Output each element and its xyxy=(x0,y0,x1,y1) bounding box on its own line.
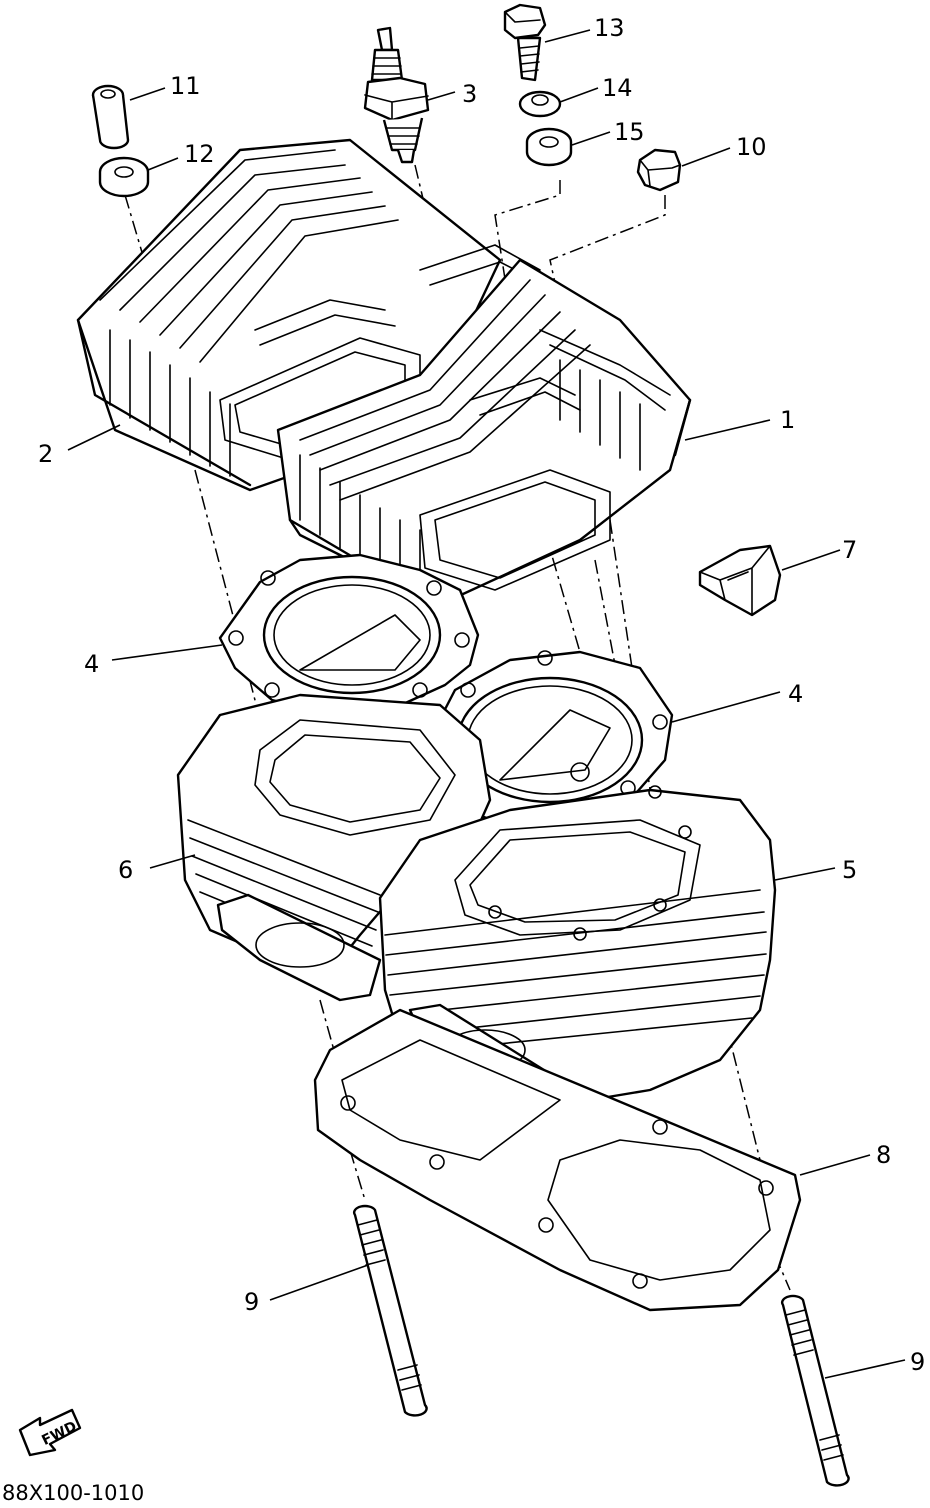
washer-12 xyxy=(98,156,150,198)
nut-10 xyxy=(636,148,682,192)
collar-11 xyxy=(91,84,130,150)
callout-11: 11 xyxy=(170,72,201,100)
callout-10: 10 xyxy=(736,133,767,161)
callout-2: 2 xyxy=(38,440,53,468)
callout-numbers: 1 2 3 4 4 5 6 7 8 9 9 10 11 12 13 14 15 xyxy=(38,14,925,1376)
block-7 xyxy=(698,544,782,617)
callout-9-left: 9 xyxy=(244,1288,259,1316)
stud-9-left xyxy=(353,1204,428,1417)
cylinder-6 xyxy=(176,693,492,1002)
callout-1: 1 xyxy=(780,406,795,434)
stud-9-right xyxy=(781,1294,850,1487)
callout-4-lower: 4 xyxy=(788,680,803,708)
callout-4-upper: 4 xyxy=(84,650,99,678)
bolt-13 xyxy=(503,3,547,82)
lock-washer-14 xyxy=(518,90,562,118)
callout-14: 14 xyxy=(602,74,633,102)
leader-lines xyxy=(67,29,906,1379)
cylinder-head-1 xyxy=(276,258,692,607)
washer-15 xyxy=(525,127,573,167)
base-gasket-8 xyxy=(313,1008,802,1312)
head-gasket-4-rear xyxy=(218,553,480,720)
callout-9-right: 9 xyxy=(910,1348,925,1376)
callout-3: 3 xyxy=(462,80,477,108)
callout-12: 12 xyxy=(184,140,215,168)
callout-15: 15 xyxy=(614,118,645,146)
spark-plug-3 xyxy=(363,26,430,164)
callout-8: 8 xyxy=(876,1141,891,1169)
diagram-code: 88X100-1010 xyxy=(2,1481,144,1505)
fwd-arrow-icon: FWD xyxy=(18,1408,82,1457)
callout-13: 13 xyxy=(594,14,625,42)
callout-6: 6 xyxy=(118,856,133,884)
callout-7: 7 xyxy=(842,536,857,564)
callout-5: 5 xyxy=(842,856,857,884)
